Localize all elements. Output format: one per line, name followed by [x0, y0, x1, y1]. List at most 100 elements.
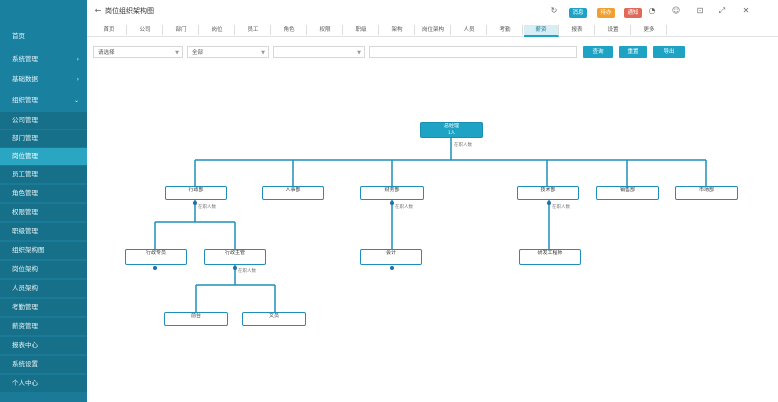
node-name: 市场部 [698, 187, 714, 193]
node-name: 人事部 [285, 187, 301, 193]
tab[interactable]: 架构 [380, 25, 415, 35]
sidebar-subitem[interactable]: 员工管理 [0, 166, 87, 183]
reset-button[interactable]: 重置 [619, 46, 647, 58]
company-select[interactable]: 请选择▼ [93, 46, 183, 58]
tab[interactable]: 设置 [596, 25, 631, 35]
org-node-level2[interactable]: 行政主管 [204, 249, 266, 265]
sidebar-item-label: 组织架构图 [12, 246, 45, 254]
sidebar-item-basic-data[interactable]: 基础数据› [0, 71, 87, 88]
sidebar-subitem[interactable]: 薪资管理 [0, 318, 87, 335]
department-select[interactable]: 全部▼ [187, 46, 269, 58]
tab[interactable]: 报表 [560, 25, 595, 35]
sidebar-item-label: 薪资管理 [12, 322, 38, 330]
chevron-down-icon: ⌄ [73, 97, 79, 104]
org-node-level3[interactable]: 前台 [164, 312, 228, 326]
refresh-icon[interactable]: ↻ [550, 6, 558, 15]
node-dot [390, 201, 394, 205]
org-node-level1[interactable]: 人事部 [262, 186, 324, 200]
sidebar-item-label: 报表中心 [12, 341, 38, 349]
node-name: 总经理 [443, 123, 459, 129]
sidebar-item-label: 人员架构 [12, 284, 38, 292]
sidebar-subitem[interactable]: 人员架构 [0, 280, 87, 297]
org-node-level1[interactable]: 财务部 [360, 186, 424, 200]
notice-badge[interactable]: 通知 [624, 8, 642, 18]
sidebar-item-system[interactable]: 系统管理› [0, 51, 87, 68]
tab[interactable]: 员工 [236, 25, 271, 35]
sidebar-item-label: 基础数据 [12, 75, 38, 83]
sidebar-subitem-active[interactable]: 岗位管理 [0, 148, 87, 165]
tab-active[interactable]: 薪资 [524, 25, 559, 37]
tab[interactable]: 职级 [344, 25, 379, 35]
org-node-level1[interactable]: 技术部 [517, 186, 579, 200]
tab[interactable]: 更多 [632, 25, 667, 35]
tab[interactable]: 公司 [128, 25, 163, 35]
org-node-level1[interactable]: 行政部 [165, 186, 227, 200]
tab[interactable]: 权限 [308, 25, 343, 35]
sidebar-item-label: 权限管理 [12, 208, 38, 216]
node-name: 财务部 [384, 187, 400, 193]
tab[interactable]: 首页 [92, 25, 127, 35]
post-select[interactable]: ▼ [273, 46, 365, 58]
todo-badge[interactable]: 待办 [597, 8, 615, 18]
org-node-level1[interactable]: 市场部 [675, 186, 738, 200]
org-chart-connectors [154, 138, 707, 312]
tab[interactable]: 角色 [272, 25, 307, 35]
sidebar-subitem[interactable]: 岗位架构 [0, 261, 87, 278]
tab[interactable]: 岗位 [200, 25, 235, 35]
sidebar-item-label: 首页 [12, 32, 25, 40]
sidebar-item-home[interactable]: 首页 [0, 28, 87, 45]
sidebar-subitem[interactable]: 考勤管理 [0, 299, 87, 316]
node-name: 技术部 [540, 187, 556, 193]
back-arrow-icon[interactable]: ← [94, 6, 102, 15]
org-node-level2[interactable]: 研发工程师 [519, 249, 581, 265]
sidebar-item-label: 系统管理 [12, 55, 38, 63]
bell-icon[interactable]: ◔ [648, 6, 656, 15]
close-icon[interactable]: ✕ [742, 6, 750, 15]
node-dot [233, 266, 237, 270]
sidebar-item-org[interactable]: 组织管理⌄ [0, 92, 87, 109]
sidebar-item-label: 岗位架构 [12, 265, 38, 273]
tab[interactable]: 部门 [164, 25, 199, 35]
fullscreen-icon[interactable]: ⤢ [718, 6, 726, 15]
chevron-down-icon: ▼ [175, 50, 179, 56]
node-note: 在职人数 [238, 269, 256, 274]
lock-icon[interactable]: ⊡ [696, 6, 704, 15]
select-value: 全部 [192, 50, 204, 56]
name-input[interactable] [369, 46, 577, 58]
sidebar-item-label: 系统设置 [12, 360, 38, 368]
sidebar-subitem[interactable]: 公司管理 [0, 112, 87, 129]
sidebar-item-label: 角色管理 [12, 189, 38, 197]
node-name: 行政主管 [224, 250, 245, 256]
search-button[interactable]: 查询 [583, 46, 613, 58]
tab-bar: 首页 公司 部门 岗位 员工 角色 权限 职级 架构 岗位架构 人员 考勤 薪资… [87, 23, 778, 37]
node-sub: 1人 [447, 131, 456, 136]
org-node-level3[interactable]: 文员 [242, 312, 306, 326]
tab[interactable]: 岗位架构 [416, 25, 451, 35]
sidebar-subitem[interactable]: 个人中心 [0, 375, 87, 392]
export-button[interactable]: 导出 [653, 46, 685, 58]
sidebar-item-label: 职级管理 [12, 227, 38, 235]
main-content: ← 岗位组织架构图 ↻ 消息 待办 通知 ◔ ☺ ⊡ ⤢ ✕ 首页 公司 部门 … [87, 0, 778, 402]
node-name: 行政专员 [145, 250, 166, 256]
sidebar-subitem[interactable]: 角色管理 [0, 185, 87, 202]
node-note: 在职人数 [395, 205, 413, 210]
sidebar-subitem[interactable]: 报表中心 [0, 337, 87, 354]
org-node-level2[interactable]: 行政专员 [125, 249, 187, 265]
sidebar-subitem[interactable]: 部门管理 [0, 130, 87, 147]
sidebar-subitem[interactable]: 系统设置 [0, 356, 87, 373]
sidebar-item-label: 公司管理 [12, 116, 38, 124]
org-node-level1[interactable]: 销售部 [596, 186, 659, 200]
node-name: 研发工程师 [537, 250, 563, 256]
org-node-root[interactable]: 总经理 1人 [420, 122, 483, 138]
tab[interactable]: 人员 [452, 25, 487, 35]
message-badge[interactable]: 消息 [569, 8, 587, 18]
tab[interactable]: 考勤 [488, 25, 523, 35]
user-icon[interactable]: ☺ [671, 6, 681, 15]
sidebar-subitem[interactable]: 组织架构图 [0, 242, 87, 259]
org-node-level2[interactable]: 会计 [360, 249, 422, 265]
sidebar-subitem[interactable]: 职级管理 [0, 223, 87, 240]
node-dot [153, 266, 157, 270]
sidebar-item-label: 个人中心 [12, 379, 38, 387]
sidebar-item-label: 考勤管理 [12, 303, 38, 311]
sidebar-subitem[interactable]: 权限管理 [0, 204, 87, 221]
